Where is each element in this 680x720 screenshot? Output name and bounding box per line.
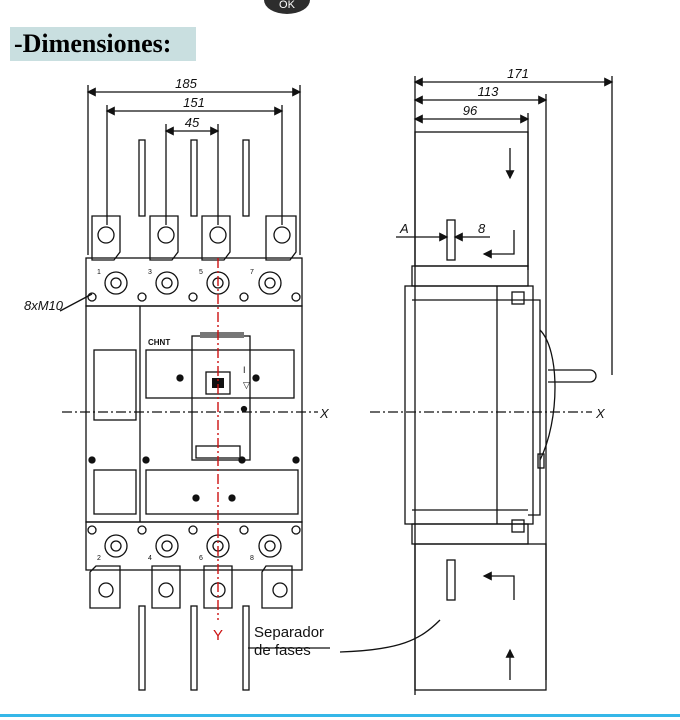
front-panel [145, 349, 295, 399]
dim-171: 171 [507, 66, 529, 81]
dim-a: A [399, 221, 409, 236]
terminal-number: 4 [148, 555, 152, 562]
top-terminal-block [85, 257, 303, 307]
bottom-terminal-plates [89, 565, 293, 609]
side-body [404, 285, 534, 525]
svg-text:I: I [243, 365, 246, 375]
top-terminal-screws [87, 271, 301, 302]
side-x-label: X [595, 406, 606, 421]
accessory-panel [145, 469, 299, 515]
ok-badge: OK [264, 0, 310, 14]
badge-text: OK [279, 0, 295, 11]
dim-45: 45 [185, 115, 200, 130]
side-bottom-terminal [411, 523, 529, 545]
screw-leader [59, 293, 93, 312]
dim-96: 96 [463, 103, 478, 118]
terminal-stud [446, 219, 456, 261]
side-view [339, 76, 614, 695]
bottom-terminal-block [85, 521, 303, 571]
side-handle-guard [539, 329, 556, 461]
separator-label-line2: de fases [254, 642, 311, 659]
side-top-terminal [411, 265, 529, 287]
svg-text:▽: ▽ [243, 380, 250, 390]
bottom-phase-separators [138, 605, 250, 691]
dim-113: 113 [478, 84, 499, 99]
front-view: I ▽ [59, 85, 330, 691]
brand-label: CHNT [148, 338, 170, 347]
terminal-number: 3 [148, 269, 152, 276]
front-x-label: X [319, 406, 330, 421]
terminal-number: 7 [250, 269, 254, 276]
upper-separator [414, 131, 529, 267]
bottom-terminal-screws [87, 525, 301, 558]
left-window [93, 349, 137, 421]
footer-accent-line [0, 714, 680, 717]
dim-8: 8 [478, 221, 486, 236]
top-terminal-plates [91, 215, 297, 261]
dim-151: 151 [183, 95, 205, 110]
dim-185: 185 [175, 76, 197, 91]
terminal-number: 6 [199, 555, 203, 562]
title-highlight [10, 27, 196, 61]
top-phase-separators [138, 139, 250, 217]
y-label: Y [213, 627, 223, 644]
terminal-number: 1 [97, 269, 101, 276]
separator-label-line1: Separador [254, 624, 324, 641]
terminal-number: 2 [97, 555, 101, 562]
side-handle [548, 369, 597, 383]
terminal-number: 5 [199, 269, 203, 276]
screw-label: 8xM10 [24, 298, 64, 313]
page-title: -Dimensiones: [14, 29, 172, 58]
breaker-body [85, 305, 303, 523]
lower-separator [414, 543, 547, 691]
left-lower-window [93, 469, 137, 515]
terminal-number: 8 [250, 555, 254, 562]
side-separator-leader [339, 619, 441, 653]
